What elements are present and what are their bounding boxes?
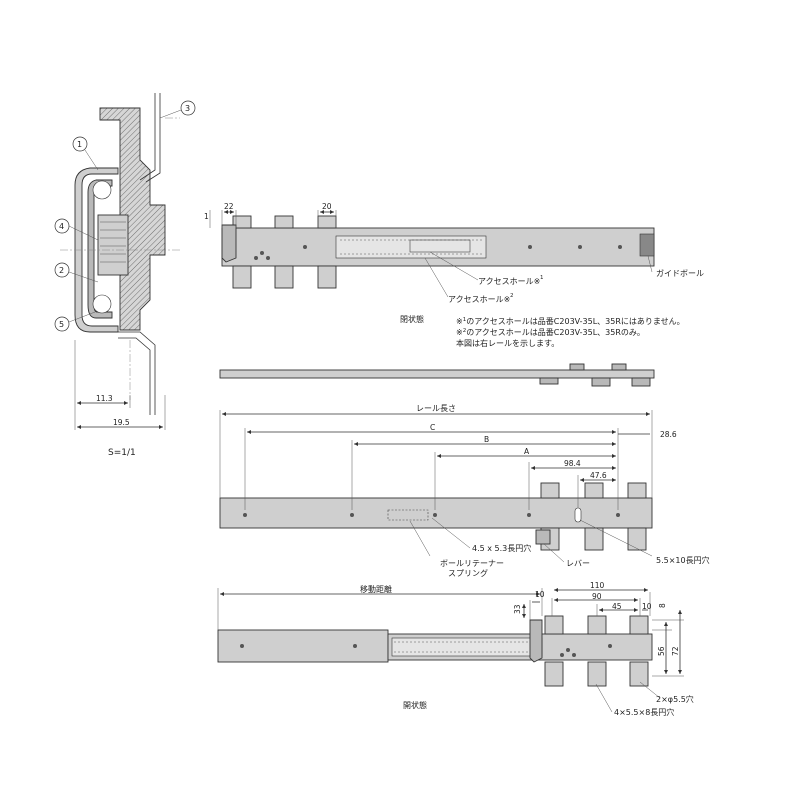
ball-cage: [335, 235, 487, 259]
callout-4: 4: [54, 218, 99, 241]
retainer-label-2: スプリング: [448, 568, 488, 578]
ball-bottom: [92, 294, 112, 314]
dim-47-6: 47.6: [590, 471, 607, 480]
dim-1: 1: [204, 212, 209, 221]
svg-text:4: 4: [59, 222, 64, 231]
mounting-tabs-top: [232, 215, 337, 289]
callout-2: 2: [54, 262, 99, 283]
travel-label: 移動距離: [360, 584, 392, 594]
mounting-plate: [97, 214, 129, 276]
dim-56: 56: [657, 646, 666, 656]
svg-text:2: 2: [59, 266, 64, 275]
dim-B: B: [484, 435, 489, 444]
outer-rail-profile: [74, 167, 119, 333]
edge-view: [219, 363, 655, 387]
closed-state-label: 閉状態: [400, 314, 424, 324]
dim-20: 20: [322, 202, 332, 211]
ball-top: [92, 180, 112, 200]
open-ball-cage: [391, 637, 543, 657]
dim-28-6: 28.6: [660, 430, 677, 439]
guide-ball-block: [639, 233, 655, 257]
top-view-closed: 1 22 20 アクセスホール※ 1 アクセスホール※ 2 ガイドボール 閉状態…: [204, 202, 704, 348]
svg-text:3: 3: [185, 104, 190, 113]
note-1: ※1のアクセスホールは品番C203V-35L、35Rにはありません。: [456, 316, 685, 326]
lever-label: レバー: [566, 559, 590, 568]
dim-C: C: [430, 423, 435, 432]
callout-5: 5: [54, 311, 96, 332]
guide-ball-label: ガイドボール: [656, 268, 704, 278]
dim-10a: 10: [535, 590, 545, 599]
open-lever: [529, 619, 543, 663]
dim-11-3: 11.3: [96, 394, 113, 403]
dim-22: 22: [224, 202, 234, 211]
side-view-dimensions: レール長さ C B A 28.6 98.4 47.6 4.5 x 5.3長円穴 …: [219, 404, 710, 578]
retainer-spring: [387, 509, 429, 521]
access-hole-1-label: アクセスホール※: [478, 277, 540, 286]
dim-90: 90: [592, 592, 602, 601]
cross-section-view: 11.3 19.5 S=1/1 3 1 4 2 5: [54, 93, 196, 458]
scale-label: S=1/1: [108, 448, 136, 458]
bracket-plate: [139, 93, 156, 181]
open-view: 移動距離 33 10 110 90 45 10 8 56 72 2×φ5.5穴 …: [217, 581, 694, 717]
edge-rail: [219, 369, 655, 379]
svg-text:1: 1: [540, 275, 544, 281]
dim-19-5: 19.5: [113, 418, 130, 427]
slot-holes-label: 4×5.5×8長円穴: [614, 707, 674, 717]
svg-text:2: 2: [510, 293, 514, 299]
note-2: ※2のアクセスホールは品番C203V-35L、35Rのみ。: [456, 327, 645, 337]
access-slot: [409, 239, 471, 253]
mounting-tabs-side: [540, 482, 647, 551]
callout-1: 1: [72, 136, 99, 171]
lever-end: [221, 224, 237, 263]
dim-A: A: [524, 447, 530, 456]
dim-8: 8: [658, 603, 667, 608]
dim-33: 33: [513, 604, 522, 614]
open-state-label: 開状態: [403, 700, 427, 710]
large-slot-label: 5.5×10長円穴: [656, 555, 710, 565]
dim-72: 72: [671, 646, 680, 656]
dim-10b: 10: [642, 602, 652, 611]
mounting-tabs-open: [544, 615, 649, 687]
access-hole-2-label: アクセスホール※: [448, 295, 510, 304]
open-inner-rail: [217, 629, 389, 663]
dim-45: 45: [612, 602, 622, 611]
dim-110: 110: [590, 581, 605, 590]
lever-part: [535, 529, 551, 545]
dim-98-4: 98.4: [564, 459, 581, 468]
round-holes-label: 2×φ5.5穴: [656, 694, 694, 704]
retainer-label-1: ボールリテーナー: [440, 559, 504, 568]
note-3: 本図は右レールを示します。: [456, 338, 559, 348]
small-slot-label: 4.5 x 5.3長円穴: [472, 543, 531, 553]
svg-text:5: 5: [59, 320, 64, 329]
hatched-cabinet-section: [99, 107, 166, 331]
callout-3: 3: [159, 100, 196, 119]
rail-length-label: レール長さ: [416, 404, 456, 413]
svg-text:1: 1: [77, 140, 82, 149]
